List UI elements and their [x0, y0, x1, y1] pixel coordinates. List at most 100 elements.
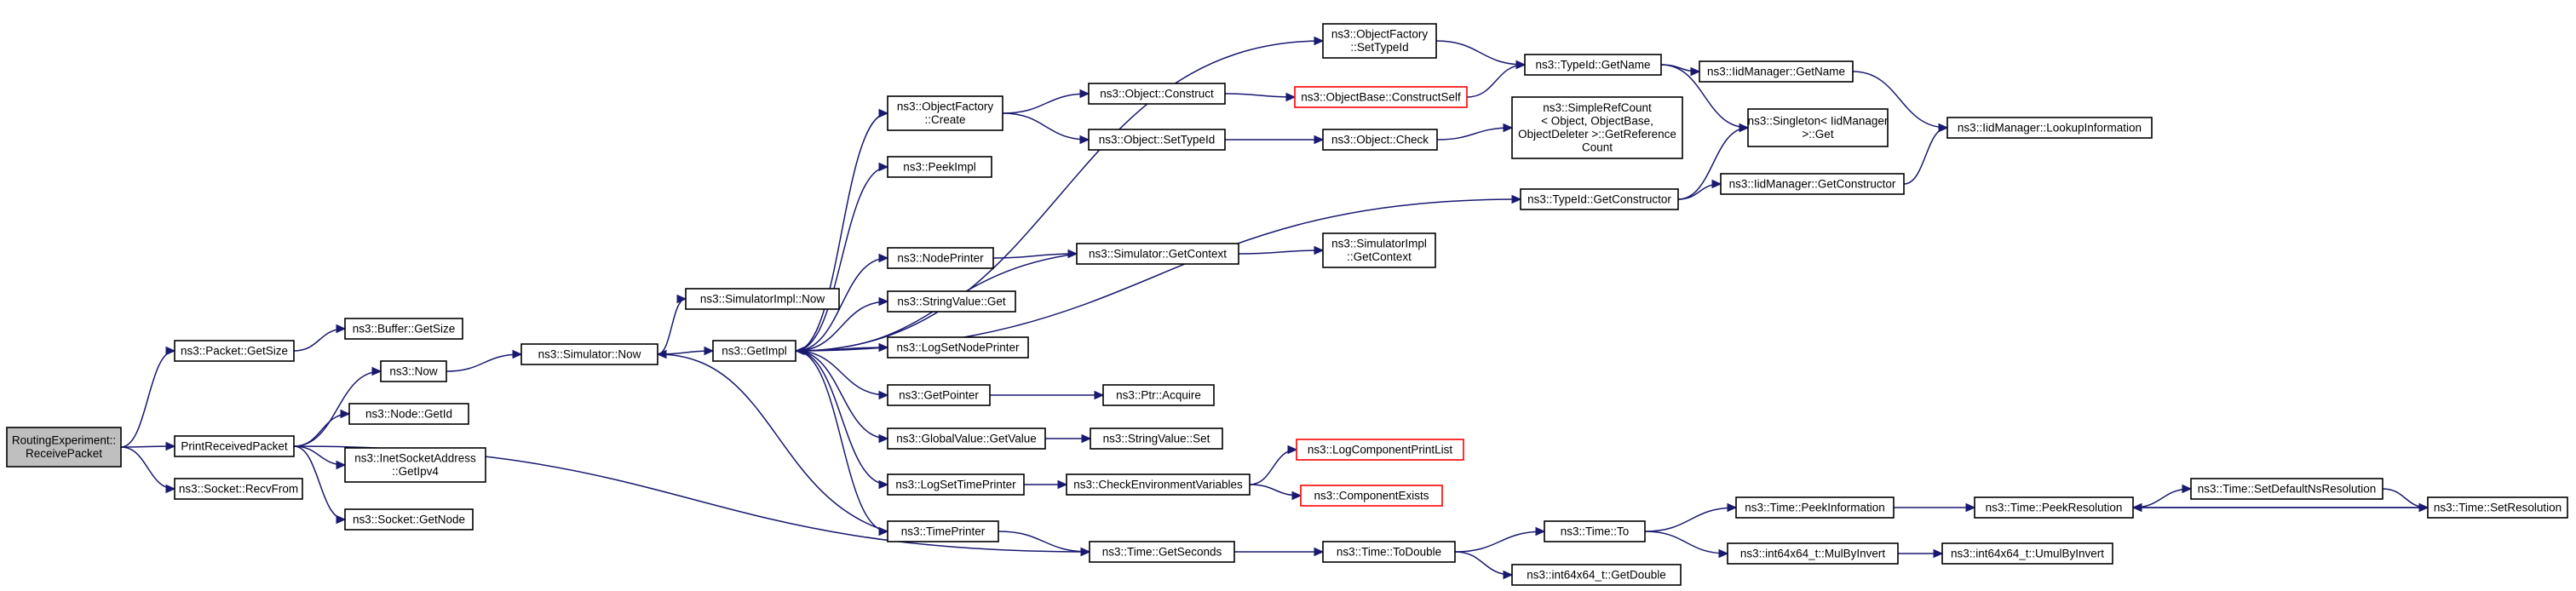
edge-line	[1238, 250, 1324, 255]
node-label: >::Get	[1802, 128, 1833, 141]
node-label: ns3::LogSetNodePrinter	[896, 341, 1020, 353]
node-ns3-typeid-getconstructor[interactable]: ns3::TypeId::GetConstructor	[1520, 188, 1679, 210]
node-ns3-iidmanager-lookupinformation[interactable]: ns3::IidManager::LookupInformation	[1946, 117, 2153, 139]
node-label: ns3::IidManager::GetName	[1707, 65, 1845, 77]
node-ns3-stringvalue-set[interactable]: ns3::StringValue::Set	[1090, 427, 1223, 450]
node-ns3-logsetnodeprinter[interactable]: ns3::LogSetNodePrinter	[887, 336, 1029, 359]
arrowhead-icon	[1291, 491, 1302, 501]
node-box	[887, 473, 1025, 496]
edge-line	[795, 350, 888, 439]
node-ns3-time-to[interactable]: ns3::Time::To	[1544, 520, 1646, 542]
node-ns3-logsettimeprinter[interactable]: ns3::LogSetTimePrinter	[887, 473, 1025, 496]
edge-n0-to-n2	[120, 441, 176, 451]
node-ns3-componentexists[interactable]: ns3::ComponentExists	[1300, 485, 1443, 507]
edge-line	[1002, 93, 1090, 114]
node-label: ns3::GlobalValue::GetValue	[896, 432, 1037, 445]
edge-line	[1903, 127, 1948, 185]
arrowhead-icon	[336, 324, 347, 334]
arrowhead-icon	[1314, 245, 1325, 255]
node-box	[1076, 243, 1239, 265]
node-ns3-stringvalue-get[interactable]: ns3::StringValue::Get	[887, 290, 1016, 313]
node-box	[1941, 542, 2113, 565]
node-ns3-time-todouble[interactable]: ns3::Time::ToDouble	[1322, 541, 1456, 563]
node-label: ns3::Object::Construct	[1100, 87, 1214, 100]
node-printreceivedpacket[interactable]: PrintReceivedPacket	[174, 435, 295, 457]
node-ns3-iidmanager-getconstructor[interactable]: ns3::IidManager::GetConstructor	[1720, 173, 1905, 195]
node-ns3-int64x64-t-mulbyinvert[interactable]: ns3::int64x64_t::MulByInvert	[1727, 542, 1899, 565]
edge-n42-to-n45	[1644, 531, 1729, 559]
node-box	[2190, 478, 2383, 500]
edge-n13-to-n23	[1002, 89, 1090, 114]
edge-n10-to-n11	[657, 294, 687, 355]
node-ns3-objectfactory-create[interactable]: ns3::ObjectFactory::Create	[887, 95, 1003, 131]
edge-n38-to-n40	[1249, 484, 1302, 501]
node-ns3-now[interactable]: ns3::Now	[380, 360, 447, 382]
node-ns3-object-construct[interactable]: ns3::Object::Construct	[1088, 83, 1226, 105]
node-ns3-singleton-iidmanager-get[interactable]: ns3::Singleton< IidManager >::Get	[1747, 108, 1889, 147]
node-ns3-socket-recvfrom[interactable]: ns3::Socket::RecvFrom	[174, 478, 303, 500]
node-ns3-globalvalue-getvalue[interactable]: ns3::GlobalValue::GetValue	[887, 427, 1046, 450]
arrowhead-icon	[1938, 123, 1949, 133]
arrowhead-icon	[878, 479, 889, 490]
edge-n12-to-n20	[795, 350, 889, 490]
node-ns3-time-setresolution[interactable]: ns3::Time::SetResolution	[2427, 496, 2568, 519]
node-ns3-object-check[interactable]: ns3::Object::Check	[1322, 129, 1438, 151]
node-ns3-time-getseconds[interactable]: ns3::Time::GetSeconds	[1089, 541, 1235, 563]
node-ns3-time-peekresolution[interactable]: ns3::Time::PeekResolution	[1974, 496, 2134, 519]
node-ns3-simulator-getcontext[interactable]: ns3::Simulator::GetContext	[1076, 243, 1239, 265]
node-ns3-timeprinter[interactable]: ns3::TimePrinter	[887, 520, 999, 542]
node-ns3-iidmanager-getname[interactable]: ns3::IidManager::GetName	[1699, 60, 1854, 83]
node-label: ns3::TypeId::GetName	[1535, 58, 1650, 71]
node-ns3-objectfactory-settypeid[interactable]: ns3::ObjectFactory::SetTypeId	[1322, 23, 1437, 59]
arrowhead-icon	[165, 346, 176, 356]
node-ns3-buffer-getsize[interactable]: ns3::Buffer::GetSize	[344, 318, 463, 340]
arrowhead-icon	[704, 346, 715, 356]
node-box	[887, 156, 992, 178]
node-ns3-simulator-now[interactable]: ns3::Simulator::Now	[520, 343, 658, 365]
node-ns3-getpointer[interactable]: ns3::GetPointer	[887, 384, 991, 406]
node-label: ns3::Object::Check	[1331, 133, 1429, 146]
node-ns3-simulatorimpl-now[interactable]: ns3::SimulatorImpl::Now	[685, 288, 840, 310]
edge-n19-to-n37	[1045, 433, 1092, 444]
node-ns3-time-peekinformation[interactable]: ns3::Time::PeekInformation	[1735, 496, 1895, 519]
node-routingexperiment-receivepacket[interactable]: RoutingExperiment::ReceivePacket	[6, 427, 122, 468]
node-ns3-object-settypeid[interactable]: ns3::Object::SetTypeId	[1088, 129, 1226, 151]
node-ns3-peekimpl[interactable]: ns3::PeekImpl	[887, 156, 992, 178]
node-ns3-ptr-acquire[interactable]: ns3::Ptr::Acquire	[1102, 384, 1215, 406]
node-box	[1294, 86, 1468, 108]
node-label: ns3::Packet::GetSize	[181, 344, 288, 357]
node-ns3-socket-getnode[interactable]: ns3::Socket::GetNode	[344, 508, 474, 531]
node-box	[1300, 485, 1443, 507]
node-ns3-simplerefcount-object-objectbase-objectdeleter-getreference-count[interactable]: ns3::SimpleRefCount< Object, ObjectBase,…	[1511, 96, 1683, 159]
node-ns3-checkenvironmentvariables[interactable]: ns3::CheckEnvironmentVariables	[1066, 473, 1251, 496]
node-label: ns3::Time::GetSeconds	[1102, 545, 1222, 558]
node-ns3-int64x64-t-umulbyinvert[interactable]: ns3::int64x64_t::UmulByInvert	[1941, 542, 2113, 565]
node-label: ns3::Time::ToDouble	[1337, 545, 1441, 558]
node-ns3-node-getid[interactable]: ns3::Node::GetId	[348, 403, 469, 425]
arrowhead-icon	[878, 108, 889, 118]
node-ns3-time-setdefaultnsresolution[interactable]: ns3::Time::SetDefaultNsResolution	[2190, 478, 2383, 500]
node-ns3-typeid-getname[interactable]: ns3::TypeId::GetName	[1524, 54, 1662, 76]
arrowhead-icon	[1511, 194, 1522, 204]
node-ns3-packet-getsize[interactable]: ns3::Packet::GetSize	[174, 340, 295, 362]
node-label: ns3::int64x64_t::GetDouble	[1527, 568, 1666, 581]
edge-n29-to-n31	[1677, 123, 1750, 200]
node-ns3-simulatorimpl-getcontext[interactable]: ns3::SimulatorImpl::GetContext	[1322, 232, 1436, 268]
node-ns3-int64x64-t-getdouble[interactable]: ns3::int64x64_t::GetDouble	[1511, 564, 1682, 586]
edge-n42-to-n44	[1644, 502, 1738, 532]
arrowhead-icon	[1079, 89, 1090, 99]
edge-line	[795, 257, 888, 352]
node-ns3-objectbase-constructself[interactable]: ns3::ObjectBase::ConstructSelf	[1294, 86, 1468, 108]
node-ns3-nodeprinter[interactable]: ns3::NodePrinter	[887, 247, 994, 269]
node-ns3-getimpl[interactable]: ns3::GetImpl	[712, 340, 796, 362]
arrowhead-icon	[1314, 135, 1325, 145]
node-label: ::GetContext	[1347, 250, 1412, 263]
node-ns3-logcomponentprintlist[interactable]: ns3::LogComponentPrintList	[1296, 439, 1464, 461]
node-box	[1088, 129, 1226, 151]
node-box	[2427, 496, 2568, 519]
node-ns3-inetsocketaddress-getipv4[interactable]: ns3::InetSocketAddress::GetIpv4	[344, 447, 486, 483]
node-box	[1090, 427, 1223, 450]
node-label: ns3::TypeId::GetConstructor	[1527, 192, 1671, 205]
edge-line	[657, 298, 687, 355]
edge-line	[1002, 112, 1090, 141]
